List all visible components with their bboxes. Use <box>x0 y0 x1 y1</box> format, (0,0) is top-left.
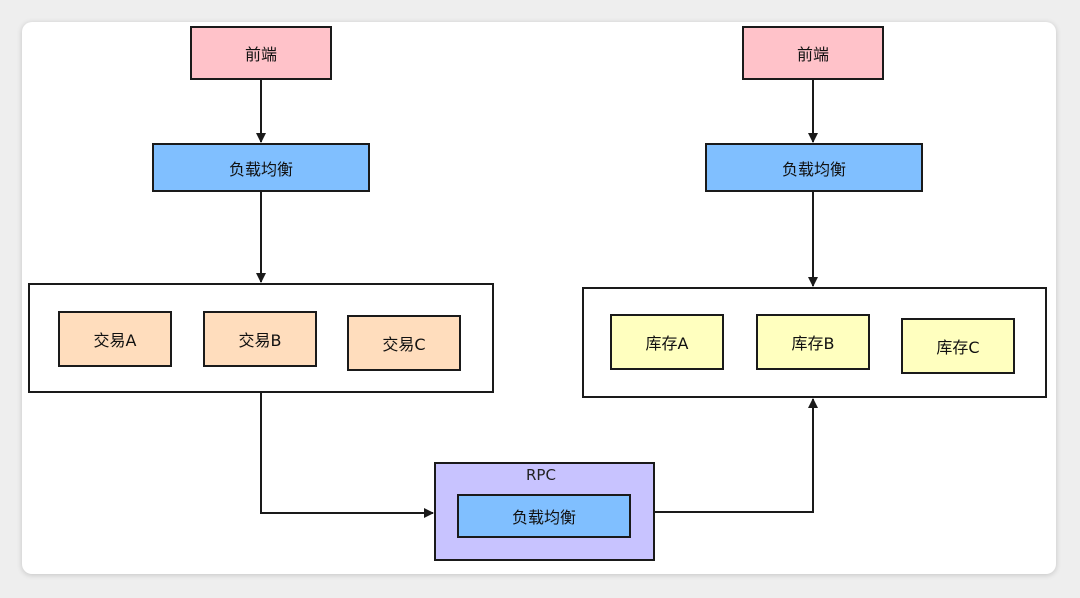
trade-a-node: 交易A <box>58 311 172 367</box>
right-load-balancer-label: 负载均衡 <box>781 159 846 179</box>
left-frontend-node: 前端 <box>190 26 332 80</box>
arrow-rpc-to-inventory-group <box>655 398 818 513</box>
trade-b-node: 交易B <box>203 311 317 367</box>
inventory-c-node: 库存C <box>901 318 1015 374</box>
right-load-balancer-node: 负载均衡 <box>705 143 923 192</box>
left-load-balancer-node: 负载均衡 <box>152 143 370 192</box>
trade-c-node: 交易C <box>347 315 461 371</box>
left-frontend-label: 前端 <box>244 45 277 64</box>
inventory-c-label: 库存C <box>936 338 980 357</box>
inventory-b-label: 库存B <box>791 334 835 353</box>
left-load-balancer-label: 负载均衡 <box>228 159 293 179</box>
rpc-title: RPC <box>526 466 556 484</box>
rpc-load-balancer-label: 负载均衡 <box>511 508 576 527</box>
trade-c-label: 交易C <box>382 335 426 354</box>
trade-b-label: 交易B <box>238 331 282 350</box>
inventory-a-node: 库存A <box>610 314 724 370</box>
rpc-load-balancer-node: 负载均衡 <box>457 494 631 538</box>
arrow-trade-group-to-rpc <box>260 393 434 518</box>
right-frontend-label: 前端 <box>796 45 829 64</box>
inventory-a-label: 库存A <box>645 334 689 353</box>
right-frontend-node: 前端 <box>742 26 884 80</box>
trade-a-label: 交易A <box>93 331 137 350</box>
inventory-b-node: 库存B <box>756 314 870 370</box>
